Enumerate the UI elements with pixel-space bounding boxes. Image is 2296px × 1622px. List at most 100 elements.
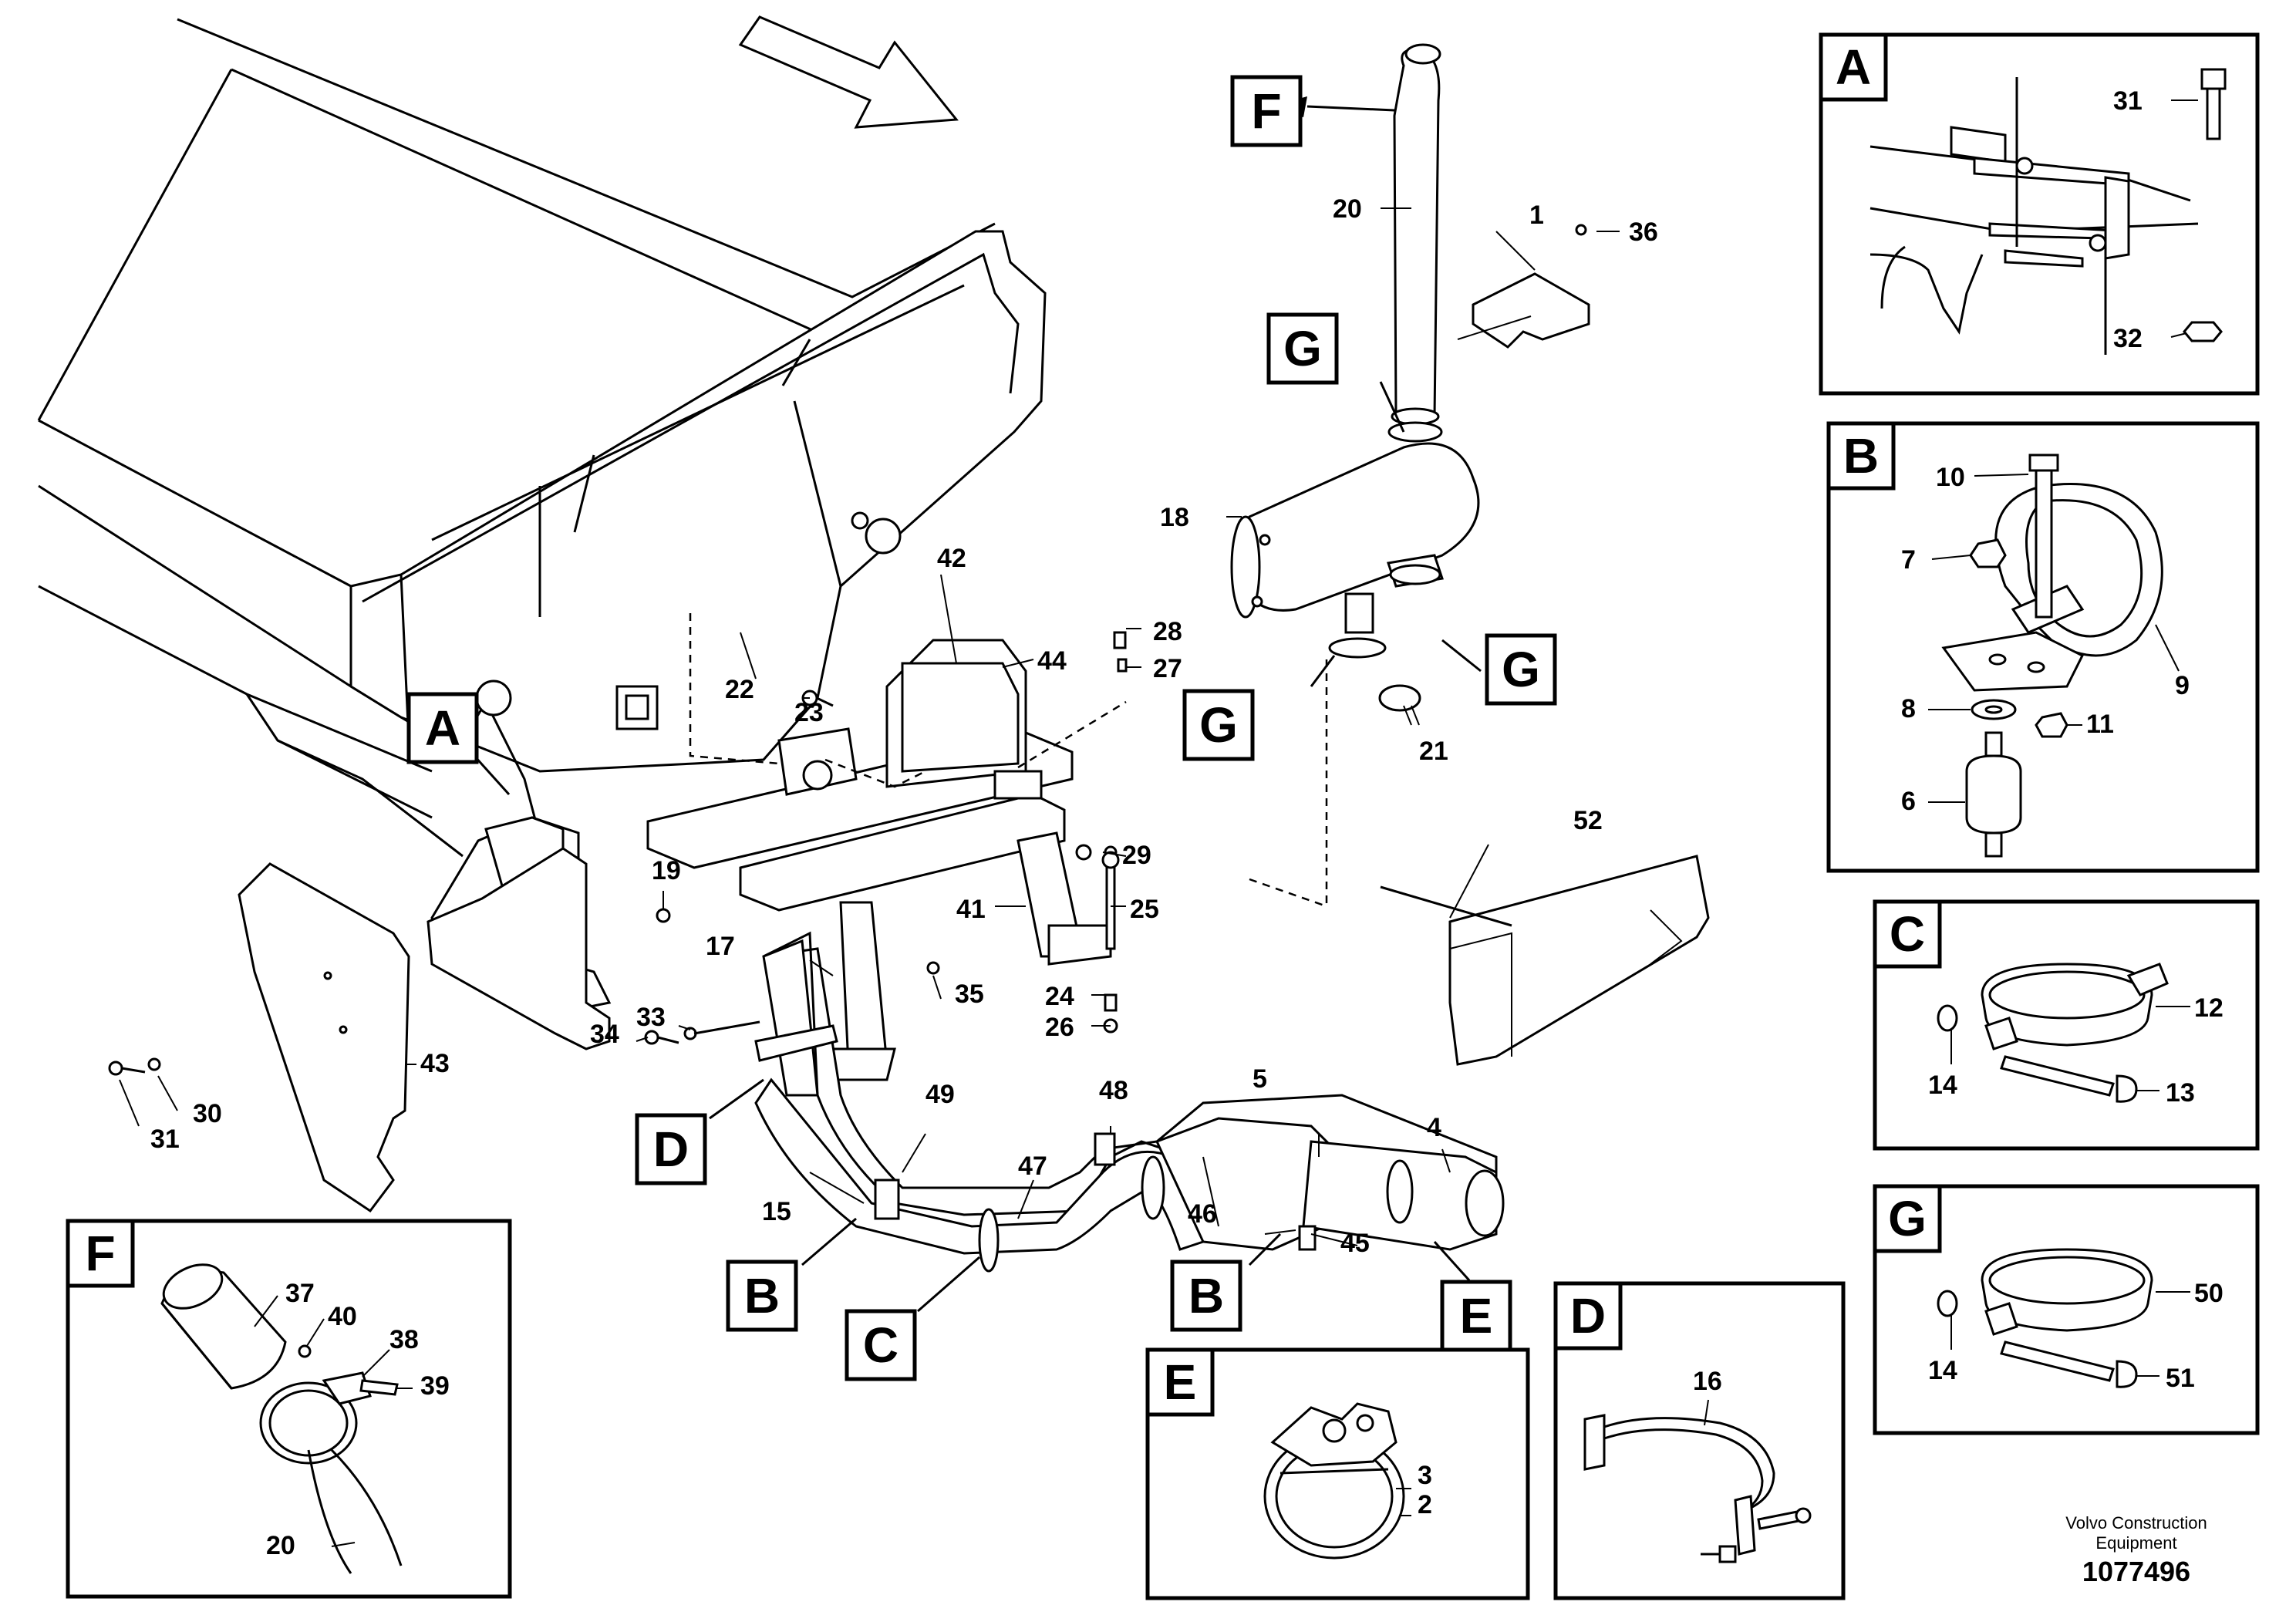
svg-text:B: B <box>1188 1268 1224 1324</box>
part-label: 32 <box>2113 324 2143 353</box>
part-label: 13 <box>2166 1078 2195 1108</box>
part-label: 37 <box>285 1279 315 1308</box>
detail-view-C: C 12 14 13 <box>1873 899 2260 1151</box>
part-label: 18 <box>1160 503 1189 532</box>
plate-part-1 <box>1472 272 1590 349</box>
view-marker-D: D <box>635 1113 707 1185</box>
part-label: 29 <box>1122 841 1151 870</box>
view-marker-F: F <box>1230 75 1303 147</box>
view-marker-G-left: G <box>1182 689 1255 761</box>
part-label: 11 <box>2086 710 2114 739</box>
side-shield <box>238 862 410 1213</box>
part-label: 49 <box>925 1080 955 1109</box>
view-marker-C: C <box>845 1309 917 1381</box>
svg-text:B: B <box>1843 428 1879 484</box>
detail-view-E: E 3 2 <box>1145 1347 1530 1600</box>
heat-shield <box>1448 855 1710 1066</box>
part-label: 14 <box>1928 1356 1957 1385</box>
part-label: 47 <box>1018 1152 1047 1181</box>
leader-lines <box>119 207 1620 1246</box>
part-label: 44 <box>1037 646 1067 676</box>
part-label: 20 <box>1333 194 1362 224</box>
part-label: 7 <box>1901 545 1916 575</box>
part-label: 41 <box>956 895 986 924</box>
svg-text:D: D <box>653 1121 689 1177</box>
part-label: 17 <box>706 932 735 961</box>
part-label: 4 <box>1427 1113 1441 1142</box>
part-label: 31 <box>2113 86 2143 116</box>
company-name-line2: Equipment <box>2095 1533 2176 1553</box>
svg-text:D: D <box>1570 1288 1606 1344</box>
company-name-line1: Volvo Construction <box>2065 1513 2207 1533</box>
part-label: 5 <box>1253 1064 1267 1094</box>
part-label: 15 <box>762 1197 791 1226</box>
part-label: 30 <box>193 1099 222 1128</box>
muffler <box>1230 421 1480 712</box>
view-marker-B-left: B <box>726 1259 798 1332</box>
direction-arrow <box>738 15 959 129</box>
part-label: 34 <box>590 1020 619 1049</box>
detail-view-F: F 37 40 38 39 20 <box>66 1219 512 1599</box>
detail-view-A: A 31 32 <box>1819 32 2260 396</box>
svg-text:F: F <box>1251 83 1281 139</box>
part-label: 33 <box>636 1003 666 1032</box>
hardware <box>108 224 1587 1076</box>
part-label: 46 <box>1188 1199 1217 1229</box>
svg-text:A: A <box>1836 39 1871 95</box>
part-label: 12 <box>2194 993 2224 1023</box>
part-label: 22 <box>725 675 754 704</box>
part-label: 20 <box>266 1531 295 1560</box>
part-label: 42 <box>937 544 966 573</box>
part-label: 51 <box>2166 1364 2195 1393</box>
part-label: 36 <box>1629 218 1658 247</box>
exhaust-pipe <box>754 931 1505 1273</box>
part-label: 16 <box>1693 1367 1722 1396</box>
svg-text:E: E <box>1460 1288 1493 1344</box>
view-marker-B-right: B <box>1170 1259 1242 1332</box>
part-label: 6 <box>1901 787 1916 816</box>
svg-text:G: G <box>1283 321 1322 376</box>
part-label: 1 <box>1529 201 1544 230</box>
view-marker-G-right: G <box>1485 633 1557 706</box>
part-label: 10 <box>1936 463 1965 492</box>
drawing-footer: Volvo Construction Equipment 1077496 <box>2065 1513 2207 1587</box>
svg-text:E: E <box>1164 1354 1197 1410</box>
part-label: 25 <box>1130 895 1159 924</box>
detail-view-G: G 50 14 51 <box>1873 1184 2260 1435</box>
part-label: 23 <box>794 698 824 727</box>
drawing-number: 1077496 <box>2082 1556 2190 1587</box>
view-marker-E: E <box>1440 1280 1512 1352</box>
svg-text:F: F <box>85 1226 115 1281</box>
part-label: 21 <box>1419 737 1448 766</box>
part-label: 8 <box>1901 694 1916 723</box>
detail-view-D: D 16 <box>1553 1281 1846 1600</box>
part-label: 19 <box>652 856 681 885</box>
part-label: 38 <box>389 1325 419 1354</box>
part-label: 9 <box>2175 671 2190 700</box>
part-label: 3 <box>1418 1461 1432 1490</box>
svg-text:G: G <box>1888 1191 1927 1246</box>
part-label: 24 <box>1045 982 1074 1011</box>
part-label: 31 <box>150 1125 180 1154</box>
part-label: 39 <box>420 1371 450 1401</box>
part-label: 40 <box>328 1302 357 1331</box>
part-label: 2 <box>1418 1490 1432 1519</box>
part-label: 28 <box>1153 617 1182 646</box>
part-label: 26 <box>1045 1013 1074 1042</box>
part-labels-main: 1 36 20 18 21 42 44 28 27 22 23 29 25 41… <box>150 194 1658 1258</box>
part-label: 27 <box>1153 654 1182 683</box>
svg-text:A: A <box>425 700 460 756</box>
part-label: 35 <box>955 980 984 1009</box>
main-drawing: 1 36 20 18 21 42 44 28 27 22 23 29 25 41… <box>37 15 1710 1381</box>
bracket-A <box>426 847 611 1050</box>
part-label: 43 <box>420 1049 450 1078</box>
svg-text:G: G <box>1502 642 1540 697</box>
svg-text:B: B <box>744 1268 780 1324</box>
view-marker-G-top: G <box>1266 312 1339 385</box>
view-marker-A: A <box>406 692 479 764</box>
svg-text:G: G <box>1199 697 1238 753</box>
tail-pipe <box>1391 43 1441 426</box>
part-label: 48 <box>1099 1076 1128 1105</box>
part-label: 14 <box>1928 1071 1957 1100</box>
